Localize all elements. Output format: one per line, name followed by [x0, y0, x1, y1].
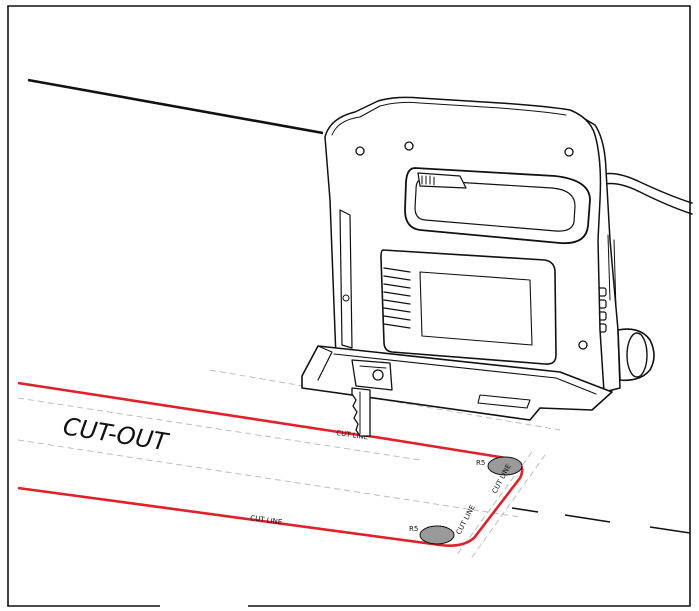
cut-out-label: CUT-OUT: [61, 412, 172, 457]
drill-hole-bottom: [419, 525, 455, 545]
saw-blade: [351, 387, 371, 437]
leader-line: [27, 78, 324, 135]
radius-label-top: R5: [476, 459, 485, 467]
radius-label-bottom: R5: [409, 525, 418, 533]
jigsaw-illustration: [301, 96, 693, 437]
cut-line-label-bottom: CUT LINE: [250, 514, 283, 526]
power-cord: [599, 172, 693, 215]
blade-clamp: [351, 359, 393, 391]
figure-frame: [7, 5, 691, 607]
front-vents: [383, 267, 411, 329]
extension-dash-line: [511, 507, 691, 534]
motor-housing: [380, 249, 557, 365]
drill-hole-top: [487, 456, 523, 476]
